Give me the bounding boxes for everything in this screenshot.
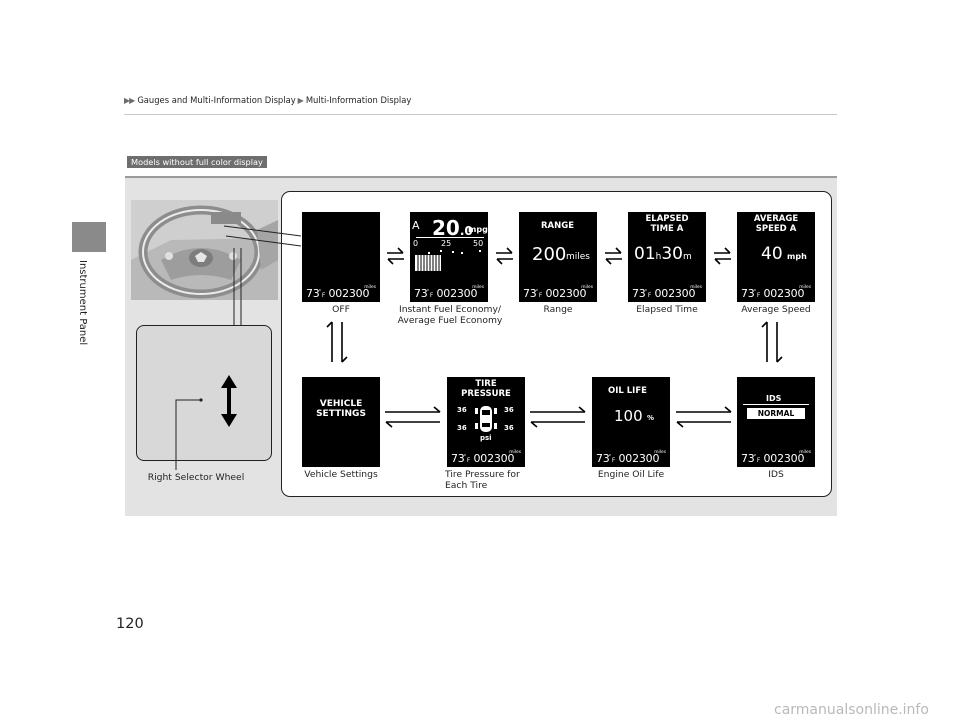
caption-elapsed-time: Elapsed Time [618,304,716,315]
steering-wheel-illustration [131,200,278,300]
screen-tire-pressure: TIRE PRESSURE 36 36 36 36 psi miles 73°F… [447,377,525,467]
fuel-economy-unit: mpg [468,225,488,234]
gauge-line [416,237,484,238]
screen-fuel-economy: A 20.0 mpg 0 25 50 miles 73°F 002300 [410,212,488,302]
screen-off: miles 73°F 002300 [302,212,380,302]
scale-max: 50 [473,239,483,248]
breadcrumb-separator-icon: ▶ [298,96,304,105]
caption-engine-oil: Engine Oil Life [582,469,680,480]
caption-ids: IDS [737,469,815,480]
average-speed-title: AVERAGE SPEED A [737,215,815,234]
odometer: 73°F 002300 [741,287,804,300]
screen-ids: IDS NORMAL miles 73°F 002300 [737,377,815,467]
tire-rr-value: 36 [504,424,514,432]
breadcrumb-item-gauges[interactable]: Gauges and Multi-Information Display [137,95,295,105]
scale-min: 0 [413,239,418,248]
breadcrumb-item-mid[interactable]: Multi-Information Display [306,95,412,105]
chapter-tab [72,222,106,252]
odometer: 73°F 002300 [451,452,514,465]
chapter-label: Instrument Panel [74,260,88,380]
ids-rule [743,404,809,405]
ids-title: IDS [766,394,815,404]
trip-marker: A [412,219,420,232]
tire-fr-value: 36 [504,406,514,414]
caption-selector-wheel: Right Selector Wheel [141,472,251,483]
screen-vehicle-settings: VEHICLE SETTINGS [302,377,380,467]
oil-life-unit: % [647,414,654,422]
page-number: 120 [116,616,144,632]
average-speed-value: 40 [761,244,783,264]
caption-fuel-economy: Instant Fuel Economy/ Average Fuel Econo… [382,304,518,326]
range-title: RANGE [541,222,597,232]
scale-mid: 25 [441,239,451,248]
car-top-view-icon [473,404,499,434]
range-unit: miles [566,252,590,262]
tire-pressure-title: TIRE PRESSURE [447,380,525,399]
odometer: 73°F 002300 [306,287,369,300]
model-badge: Models without full color display [127,156,267,168]
odometer: 73°F 002300 [596,452,659,465]
watermark: carmanualsonline.info [774,702,929,718]
tire-rl-value: 36 [457,424,467,432]
tire-fl-value: 36 [457,406,467,414]
elapsed-time-value: 01h30m [634,244,692,264]
ids-mode-badge: NORMAL [747,408,805,419]
tire-pressure-unit: psi [480,434,492,442]
average-speed-unit: mph [787,252,807,261]
screen-average-speed: AVERAGE SPEED A 40 mph miles 73°F 002300 [737,212,815,302]
odometer: 73°F 002300 [414,287,477,300]
elapsed-time-title: ELAPSED TIME A [628,215,706,234]
caption-tire-pressure: Tire Pressure for Each Tire [430,469,530,491]
screen-elapsed-time: ELAPSED TIME A 01h30m miles 73°F 002300 [628,212,706,302]
vehicle-settings-title: VEHICLE SETTINGS [302,399,380,419]
header-rule [124,114,837,115]
breadcrumb-arrows-icon: ▶▶ [124,96,134,105]
caption-vehicle-settings: Vehicle Settings [292,469,390,480]
screen-engine-oil: OIL LIFE 100 % miles 73°F 002300 [592,377,670,467]
breadcrumb: ▶▶Gauges and Multi-Information Display▶M… [124,95,411,105]
selector-zoom-box [136,325,272,461]
odometer: 73°F 002300 [523,287,586,300]
oil-life-title: OIL LIFE [608,387,670,397]
oil-life-value: 100 [614,407,643,425]
odometer: 73°F 002300 [741,452,804,465]
odometer: 73°F 002300 [632,287,695,300]
fuel-economy-bar-icon [415,250,487,274]
caption-off: OFF [302,304,380,315]
range-value: 200 [532,244,566,265]
caption-average-speed: Average Speed [727,304,825,315]
screen-range: RANGE 200 miles miles 73°F 002300 [519,212,597,302]
caption-range: Range [519,304,597,315]
